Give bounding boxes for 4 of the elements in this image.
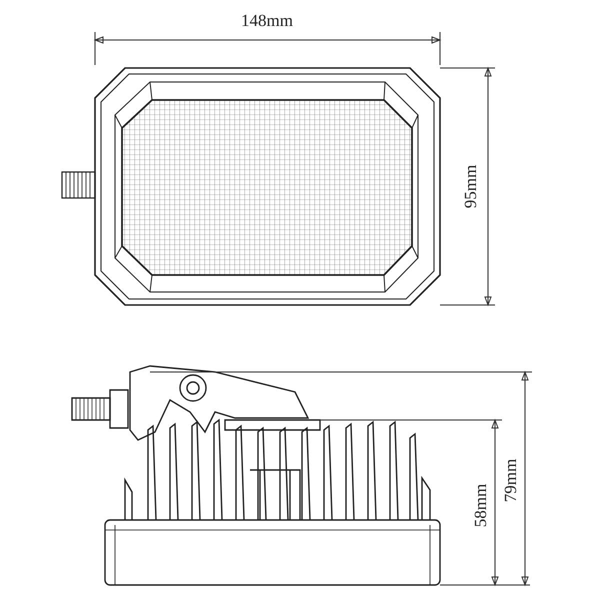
dimension-label: 79mm (502, 458, 519, 502)
dimension-label: 95mm (462, 164, 479, 208)
dimension-label: 58mm (472, 483, 489, 527)
dimension-label: 148mm (241, 12, 293, 28)
